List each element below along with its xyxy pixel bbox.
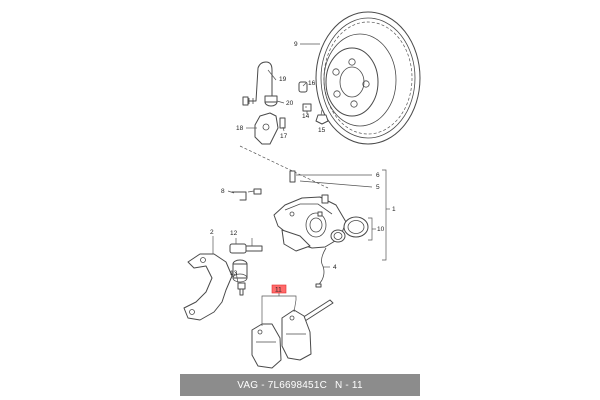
callout-2: 2 xyxy=(210,229,214,236)
callout-14: 14 xyxy=(302,113,310,120)
carrier-bracket xyxy=(183,253,233,321)
callout-17: 17 xyxy=(280,133,288,140)
brake-disc xyxy=(315,11,421,145)
callout-18: 18 xyxy=(236,125,244,132)
callout-labels: 9 19 20 16 14 15 18 17 6 5 1 10 8 2 12 1… xyxy=(210,41,396,277)
callout-8: 8 xyxy=(221,188,225,195)
bracket-bolt xyxy=(237,282,246,296)
wear-sensor xyxy=(315,247,327,288)
caliper-piston xyxy=(330,216,369,243)
callout-6: 6 xyxy=(376,172,380,179)
position-label: N - 11 xyxy=(335,379,363,391)
brake-caliper xyxy=(273,196,347,252)
highlighted-callout-11[interactable]: 11 xyxy=(271,284,287,294)
callout-9: 9 xyxy=(294,41,298,48)
callout-15: 15 xyxy=(318,127,326,134)
callout-19: 19 xyxy=(279,76,287,83)
callout-16: 16 xyxy=(308,80,316,87)
retaining-clip xyxy=(231,188,262,201)
callout-1: 1 xyxy=(392,206,396,213)
callout-13: 13 xyxy=(230,270,238,277)
brake-pad-outer xyxy=(281,309,312,361)
pad-spring xyxy=(301,299,334,322)
callout-12: 12 xyxy=(230,230,238,237)
brake-pad-inner xyxy=(251,323,282,369)
caliper-screws xyxy=(289,170,329,217)
leader-lines xyxy=(212,43,390,326)
bleed-parts xyxy=(298,81,329,125)
callout-10: 10 xyxy=(377,226,385,233)
callout-20: 20 xyxy=(286,100,294,107)
callout-5: 5 xyxy=(376,184,380,191)
callout-4: 4 xyxy=(333,264,337,271)
hose-bracket xyxy=(254,112,286,145)
brake-hose xyxy=(242,61,273,106)
banjo-bolt xyxy=(264,95,278,107)
part-info-bar: VAG - 7L6698451C N - 11 xyxy=(180,374,420,396)
part-number: VAG - 7L6698451C xyxy=(237,379,328,391)
callout-11: 11 xyxy=(275,287,282,294)
